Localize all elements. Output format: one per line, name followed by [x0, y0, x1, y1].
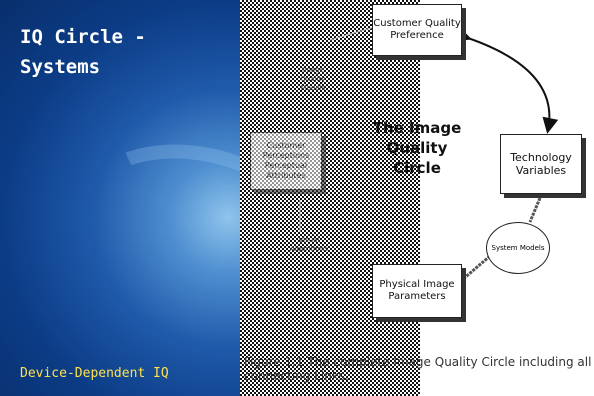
- link-technology-models: [528, 197, 542, 223]
- slide-subtitle: Device-Dependent IQ: [20, 366, 169, 381]
- label-visual-algorithms: Visual Algorithms: [290, 236, 328, 253]
- node-physical-image-parameters: Physical Image Parameters: [372, 264, 462, 318]
- node-customer-quality-preference: Customer Quality Preference: [372, 4, 462, 56]
- diagram-center-title: The Image Quality Circle: [372, 119, 462, 177]
- node-technology-variables: Technology Variables: [500, 134, 582, 194]
- arc-preference-technology: [454, 26, 559, 134]
- node-customer-perceptions: Customer Perceptions Perceptual Attribut…: [250, 132, 322, 190]
- slide-title-panel: IQ Circle - Systems Device-Dependent IQ: [0, 0, 240, 396]
- link-faded-1: [329, 25, 379, 41]
- slide-title: IQ Circle - Systems: [20, 26, 146, 78]
- link-models-parameters: [461, 254, 491, 282]
- label-image-quality-models: Image Quality Models: [300, 66, 326, 92]
- checkerboard-overlay: [240, 0, 420, 396]
- figure-caption: Figure 1.1 The complete Image Quality Ci…: [244, 355, 592, 383]
- node-system-models: System Models: [486, 222, 550, 274]
